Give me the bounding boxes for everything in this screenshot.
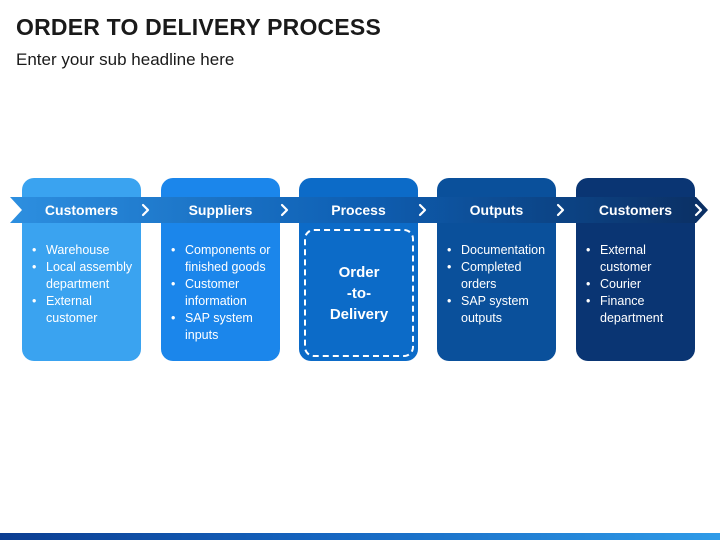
- list-item: Components or finished goods: [171, 242, 276, 276]
- list-item: Customer information: [171, 276, 276, 310]
- list-item: Completed orders: [447, 259, 552, 293]
- stage-label-customers-input: Customers: [44, 202, 119, 218]
- order-to-delivery-text: Order -to- Delivery: [329, 263, 389, 323]
- list-item: SAP system inputs: [171, 310, 276, 344]
- list-item: External customer: [32, 293, 137, 327]
- slide-title: ORDER TO DELIVERY PROCESS: [16, 14, 381, 40]
- chevron-right-icon: [556, 203, 565, 217]
- chevron-right-icon: [694, 203, 703, 217]
- slide-subtitle: Enter your sub headline here: [16, 50, 235, 69]
- list-item: SAP system outputs: [447, 293, 552, 327]
- stage-4-list: Documentation Completed orders SAP syste…: [447, 242, 552, 327]
- process-arrow-band: [10, 197, 708, 223]
- stage-1-list: Warehouse Local assembly department Exte…: [32, 242, 137, 327]
- stage-2-list: Components or finished goods Customer in…: [171, 242, 276, 344]
- list-item: Local assembly department: [32, 259, 137, 293]
- stage-label-process: Process: [331, 202, 386, 218]
- stage-label-customers-output: Customers: [598, 202, 673, 218]
- stage-label-outputs: Outputs: [469, 202, 524, 218]
- chevron-right-icon: [418, 203, 427, 217]
- list-item: Warehouse: [32, 242, 137, 259]
- list-item: Documentation: [447, 242, 552, 259]
- list-item: External customer: [586, 242, 691, 276]
- chevron-right-icon: [280, 203, 289, 217]
- stage-5-list: External customer Courier Finance depart…: [586, 242, 691, 327]
- list-item: Finance department: [586, 293, 691, 327]
- arrow-band-shape: [10, 197, 708, 223]
- order-to-delivery-box: Order -to- Delivery: [304, 229, 414, 357]
- chevron-right-icon: [141, 203, 150, 217]
- footer-gradient-bar: [0, 533, 720, 540]
- list-item: Courier: [586, 276, 691, 293]
- stage-label-suppliers: Suppliers: [188, 202, 253, 218]
